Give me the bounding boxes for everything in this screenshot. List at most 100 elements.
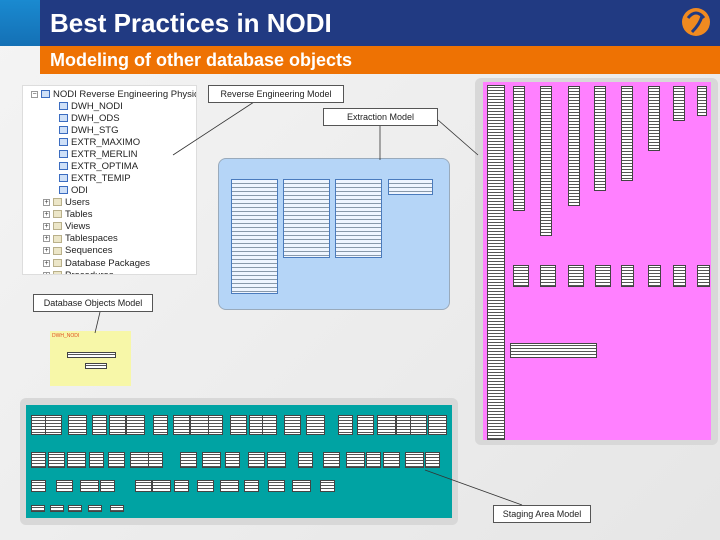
staging-table: [208, 415, 223, 435]
staging-table: [148, 452, 163, 468]
staging-table: [267, 452, 286, 468]
tree-item-model[interactable]: DWH_STG: [59, 124, 119, 136]
staging-table: [230, 415, 247, 435]
header-bar: [40, 0, 720, 46]
reverse-table: [697, 86, 707, 116]
staging-table: [377, 415, 396, 435]
folder-icon: [53, 222, 62, 231]
staging-table: [202, 452, 221, 468]
folder-icon: [53, 210, 62, 219]
tree-item-folder[interactable]: + Views: [43, 220, 90, 232]
tree-item-model[interactable]: DWH_NODI: [59, 100, 123, 112]
expand-toggle-icon[interactable]: +: [43, 222, 50, 230]
staging-table: [110, 505, 124, 512]
staging-table: [410, 415, 427, 435]
staging-table: [100, 480, 115, 492]
staging-table: [425, 452, 440, 468]
staging-table: [80, 480, 99, 492]
tree-item-model[interactable]: EXTR_MAXIMO: [59, 136, 140, 148]
reverse-table: [673, 86, 685, 121]
folder-icon: [53, 271, 62, 274]
staging-table: [357, 415, 374, 435]
expand-toggle-icon[interactable]: +: [43, 235, 50, 243]
expand-toggle-icon[interactable]: +: [43, 247, 50, 255]
reverse-table: [513, 86, 525, 211]
database-object: [67, 352, 116, 358]
staging-table: [173, 415, 190, 435]
model-icon: [59, 186, 68, 194]
tree-item-label: NODI Reverse Engineering Physical: [53, 88, 197, 100]
reverse-table: [510, 343, 597, 358]
staging-table: [405, 452, 424, 468]
model-icon: [59, 150, 68, 158]
model-icon: [59, 102, 68, 110]
staging-table: [152, 480, 171, 492]
tree-item-model[interactable]: DWH_ODS: [59, 112, 120, 124]
model-icon: [59, 126, 68, 134]
expand-toggle-icon[interactable]: −: [31, 90, 38, 98]
tree-item-label: EXTR_MAXIMO: [71, 136, 141, 148]
reverse-table: [621, 265, 634, 287]
staging-table: [197, 480, 214, 492]
reverse-table: [595, 265, 611, 287]
staging-table: [68, 415, 87, 435]
page-title: Best Practices in NODI: [50, 8, 332, 38]
page-subtitle: Modeling of other database objects: [40, 46, 720, 74]
staging-table: [68, 505, 82, 512]
tree-item-model[interactable]: EXTR_TEMIP: [59, 172, 131, 184]
tree-item-model[interactable]: EXTR_OPTIMA: [59, 160, 138, 172]
reverse-table: [621, 86, 633, 181]
staging-table: [31, 452, 46, 468]
staging-table: [92, 415, 107, 435]
tree-item-folder[interactable]: +Tablespaces: [43, 233, 118, 245]
expand-toggle-icon[interactable]: +: [43, 198, 50, 206]
expand-toggle-icon[interactable]: +: [43, 259, 50, 267]
tree-item-model[interactable]: ODI: [59, 184, 88, 196]
tree-item-label: DWH_STG: [71, 124, 119, 136]
staging-table: [135, 480, 152, 492]
staging-table: [174, 480, 189, 492]
tree-item-folder[interactable]: + Database Packages: [43, 257, 150, 269]
model-icon: [59, 174, 68, 182]
diagram-title: DWH_NODI: [52, 333, 80, 339]
folder-icon: [53, 234, 62, 243]
tree-item-model[interactable]: EXTR_MERLIN: [59, 148, 138, 160]
tree-item-folder[interactable]: +Users: [43, 196, 90, 208]
staging-table: [320, 480, 335, 492]
tree-item-label: EXTR_MERLIN: [71, 148, 138, 160]
staging-table: [89, 452, 104, 468]
tree-item-label: Database Packages: [65, 257, 151, 269]
reverse-table: [568, 265, 584, 287]
staging-table: [248, 452, 265, 468]
staging-table: [220, 480, 239, 492]
staging-table: [225, 452, 240, 468]
reverse-table: [594, 86, 606, 191]
staging-table: [126, 415, 145, 435]
staging-table: [56, 480, 73, 492]
tree-item-folder[interactable]: +Tables: [43, 208, 92, 220]
staging-table: [262, 415, 277, 435]
staging-table: [268, 480, 285, 492]
tree-item-label: Procedures: [65, 270, 114, 274]
database-objects-model-label: Database Objects Model: [33, 294, 153, 312]
tree-item-folder[interactable]: +Sequences: [43, 245, 113, 257]
header-accent: [0, 0, 40, 46]
folder-icon: [53, 259, 62, 267]
tree-item-folder[interactable]: + Procedures: [43, 269, 114, 274]
tree-item-label: EXTR_TEMIP: [71, 172, 131, 184]
model-icon: [41, 90, 50, 98]
tree-item-label: Views: [65, 220, 91, 232]
staging-table: [31, 505, 45, 512]
extraction-table: [335, 179, 382, 258]
expand-toggle-icon[interactable]: +: [43, 271, 50, 274]
staging-table: [244, 480, 259, 492]
logo-icon: [682, 8, 710, 36]
extraction-table: [231, 179, 278, 294]
staging-table: [338, 415, 353, 435]
staging-table: [67, 452, 86, 468]
model-icon: [59, 138, 68, 146]
expand-toggle-icon[interactable]: +: [43, 210, 50, 218]
reverse-table: [648, 86, 660, 151]
tree-root[interactable]: − NODI Reverse Engineering Physical: [31, 88, 197, 100]
